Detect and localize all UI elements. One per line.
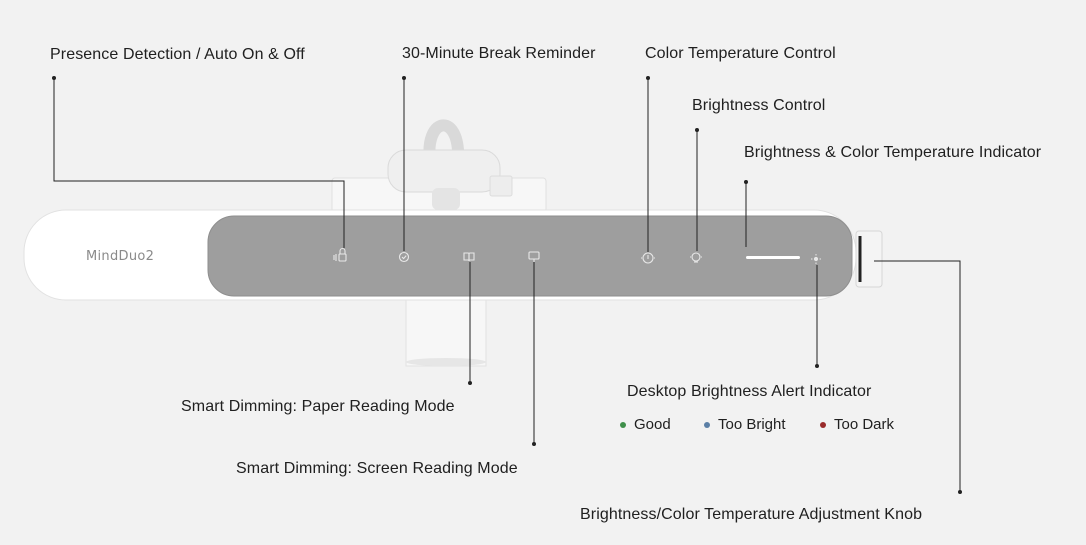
break-reminder-icon bbox=[398, 251, 410, 263]
leader-knob bbox=[874, 260, 961, 492]
brand-logo-text: MindDuo2 bbox=[86, 249, 155, 264]
legend-too-bright: Too Bright bbox=[704, 416, 786, 433]
label-break-reminder: 30-Minute Break Reminder bbox=[402, 45, 596, 62]
legend-too-bright-dot bbox=[704, 421, 710, 428]
leader-lines bbox=[53, 78, 961, 492]
label-brightness-control: Brightness Control bbox=[692, 97, 826, 114]
label-color-temperature: Color Temperature Control bbox=[645, 45, 836, 62]
label-indicator: Brightness & Color Temperature Indicator bbox=[744, 144, 1042, 161]
adjustment-knob bbox=[855, 230, 883, 288]
label-screen-mode: Smart Dimming: Screen Reading Mode bbox=[236, 460, 518, 477]
lamp-control-panel-shade bbox=[207, 215, 853, 297]
lamp-mount-side bbox=[489, 175, 513, 197]
desk-alert-indicator-icon bbox=[811, 254, 821, 264]
label-adjustment-knob: Brightness/Color Temperature Adjustment … bbox=[580, 506, 923, 523]
screen-icon bbox=[528, 251, 540, 262]
lamp-control-panel bbox=[208, 216, 852, 296]
legend-too-dark-label: Too Dark bbox=[834, 416, 895, 433]
lamp-cable-hook bbox=[423, 119, 464, 166]
legend-good-dot bbox=[620, 421, 626, 428]
lamp-pole-shadow bbox=[406, 358, 486, 366]
legend-too-dark: Too Dark bbox=[820, 416, 894, 433]
legend-good-label: Good bbox=[634, 416, 671, 433]
label-presence-detection: Presence Detection / Auto On & Off bbox=[50, 46, 305, 63]
book-icon bbox=[463, 252, 475, 262]
legend-too-bright-label: Too Bright bbox=[718, 416, 786, 433]
legend-too-dark-dot bbox=[820, 421, 826, 428]
brightness-icon bbox=[690, 252, 702, 263]
legend-good: Good bbox=[620, 416, 671, 433]
label-paper-mode: Smart Dimming: Paper Reading Mode bbox=[181, 398, 455, 415]
leader-endpoints bbox=[52, 76, 962, 494]
leader-presence bbox=[53, 78, 345, 248]
lamp-pole bbox=[405, 295, 487, 367]
brightness-indicator-bar bbox=[746, 256, 800, 259]
lamp-joint bbox=[432, 188, 460, 210]
lamp-hub bbox=[387, 149, 501, 193]
color-temperature-icon bbox=[641, 252, 655, 264]
presence-detection-icon bbox=[333, 247, 347, 262]
label-desk-alert: Desktop Brightness Alert Indicator bbox=[627, 383, 872, 400]
